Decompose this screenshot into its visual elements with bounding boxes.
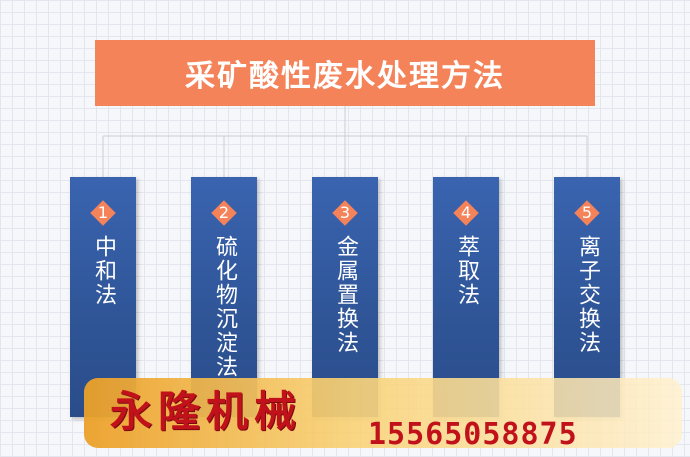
method-column-4: 4 萃取法 [433,177,499,417]
method-label: 萃取法 [454,235,479,307]
badge-number: 5 [581,203,593,222]
diagram-title: 采矿酸性废水处理方法 [185,59,505,94]
method-label: 中和法 [91,235,116,307]
badge-number: 1 [97,203,109,222]
watermark-phone: 15565058875 [368,417,578,452]
method-column-2: 2 硫化物沉淀法 [191,177,257,417]
method-column-3: 3 金属置换法 [312,177,378,417]
title-banner: 采矿酸性废水处理方法 [95,40,595,106]
watermark-company: 永隆机械 [110,387,303,436]
method-column-1: 1 中和法 [70,177,136,417]
number-badge: 2 [211,200,237,226]
badge-number: 2 [218,203,230,222]
method-label: 金属置换法 [333,235,358,355]
number-badge: 4 [453,200,479,226]
number-badge: 1 [90,200,116,226]
method-column-5: 5 离子交换法 [554,177,620,417]
number-badge: 3 [332,200,358,226]
badge-number: 3 [339,203,351,222]
badge-number: 4 [460,203,472,222]
method-label: 离子交换法 [575,235,600,355]
method-label: 硫化物沉淀法 [212,235,237,379]
number-badge: 5 [574,200,600,226]
watermark-banner [84,378,682,448]
